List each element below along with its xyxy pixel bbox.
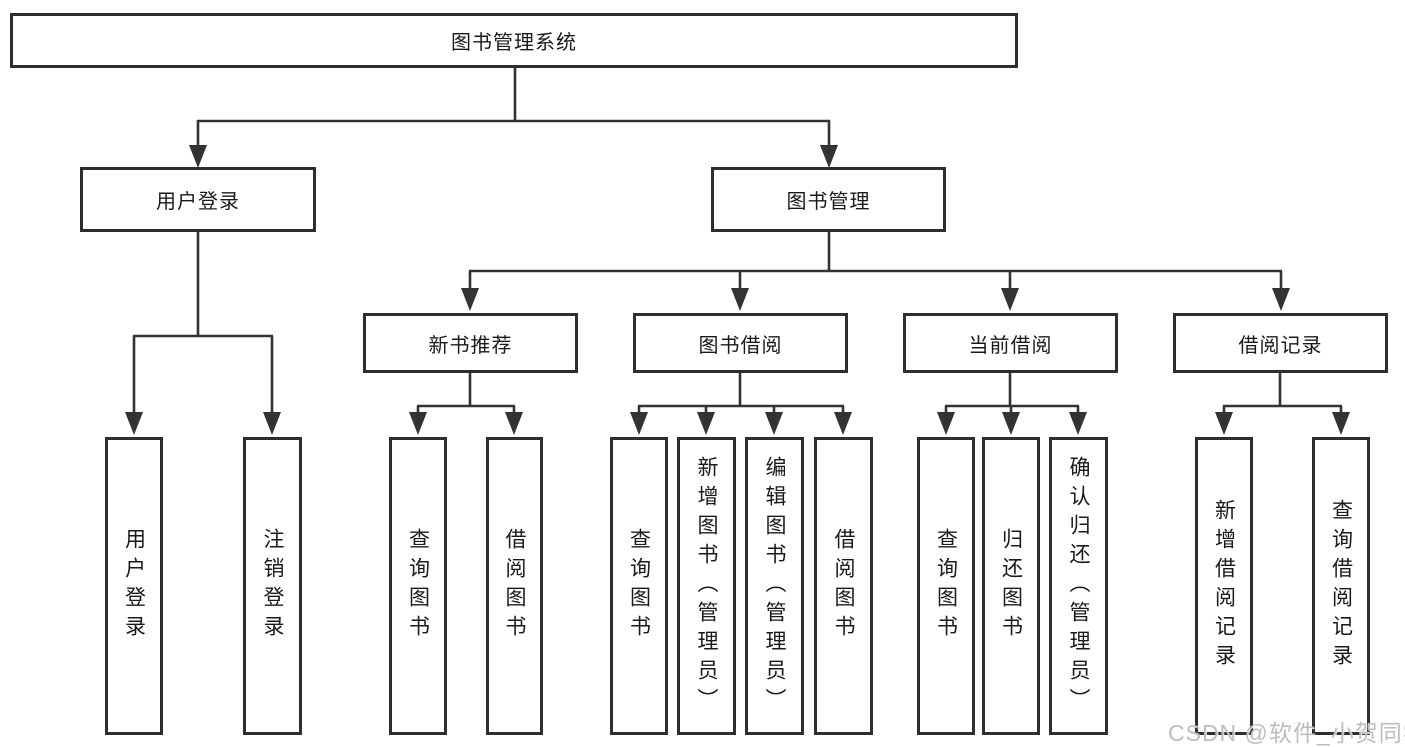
leaf-query-book-borrow: 查询图书: [610, 437, 668, 735]
connector-user-login-to-leaves: [125, 232, 281, 435]
leaf-query-borrow-record: 查询借阅记录: [1312, 437, 1370, 735]
node-label: 查询图书: [406, 528, 430, 644]
node-label: 查询借阅记录: [1329, 499, 1353, 673]
node-label: 图书借阅: [698, 334, 783, 357]
arrowhead: [1332, 412, 1350, 435]
leaf-query-book-current: 查询图书: [917, 437, 975, 735]
node-label: 确认归还（管理员）: [1067, 455, 1090, 717]
connector-book-management-to-level3: [461, 232, 1290, 311]
leaf-confirm-return-admin: 确认归还（管理员）: [1049, 437, 1108, 735]
arrowhead: [1001, 288, 1019, 311]
arrowhead: [505, 412, 523, 435]
node-user-login: 用户登录: [80, 167, 316, 232]
node-label: 借阅图书: [832, 528, 855, 644]
arrowhead: [1002, 412, 1020, 435]
leaf-user-login: 用户登录: [105, 437, 163, 735]
connector-book-borrow-to-leaves: [630, 372, 852, 435]
leaf-borrow-book: 借阅图书: [814, 437, 873, 735]
connector-current-borrow-to-leaves: [937, 372, 1087, 435]
connector-borrow-records-to-leaves: [1215, 372, 1350, 435]
arrowhead: [1215, 412, 1233, 435]
node-new-book-recommend: 新书推荐: [363, 313, 578, 373]
leaf-borrow-book-recommend: 借阅图书: [486, 437, 543, 735]
arrowhead: [630, 412, 648, 435]
arrowhead: [834, 412, 852, 435]
node-label: 新增图书（管理员）: [695, 455, 718, 717]
leaf-add-borrow-record: 新增借阅记录: [1195, 437, 1253, 735]
node-label: 借阅记录: [1238, 334, 1323, 357]
leaf-query-book-recommend: 查询图书: [389, 437, 447, 735]
arrowhead: [409, 412, 427, 435]
node-book-management: 图书管理: [711, 167, 946, 232]
node-book-borrow: 图书借阅: [633, 313, 848, 373]
arrowhead: [461, 288, 479, 311]
arrowhead: [263, 412, 281, 435]
node-label: 归还图书: [999, 528, 1023, 644]
arrowhead: [1272, 288, 1290, 311]
node-current-borrow: 当前借阅: [903, 313, 1118, 373]
node-label: 新书推荐: [428, 334, 513, 357]
arrowhead: [937, 412, 955, 435]
node-label: 用户登录: [122, 528, 146, 644]
leaf-edit-book-admin: 编辑图书（管理员）: [745, 437, 804, 735]
node-label: 借阅图书: [503, 528, 526, 644]
arrowhead: [731, 288, 749, 311]
node-label: 查询图书: [934, 528, 958, 644]
leaf-return-book: 归还图书: [982, 437, 1040, 735]
csdn-watermark: CSDN @软件_小贺同学: [1168, 720, 1405, 746]
node-borrow-records: 借阅记录: [1173, 313, 1388, 373]
node-label: 当前借阅: [968, 334, 1053, 357]
node-label: 编辑图书（管理员）: [763, 455, 786, 717]
node-library-management-system: 图书管理系统: [10, 13, 1018, 68]
node-label: 注销登录: [261, 528, 284, 644]
leaf-logout: 注销登录: [243, 437, 302, 735]
arrowhead: [820, 145, 838, 168]
node-label: 查询图书: [627, 528, 651, 644]
arrowhead: [1069, 412, 1087, 435]
node-label: 图书管理系统: [451, 32, 577, 54]
node-label: 新增借阅记录: [1212, 499, 1236, 673]
arrowhead: [189, 145, 207, 168]
arrowhead: [697, 412, 715, 435]
connector-new-book-recommend-to-leaves: [409, 372, 523, 435]
node-label: 图书管理: [786, 191, 871, 213]
arrowhead: [125, 412, 143, 435]
arrowhead: [765, 412, 783, 435]
node-label: 用户登录: [156, 191, 240, 213]
connector-root-to-level2: [189, 68, 838, 168]
leaf-add-book-admin: 新增图书（管理员）: [677, 437, 736, 735]
